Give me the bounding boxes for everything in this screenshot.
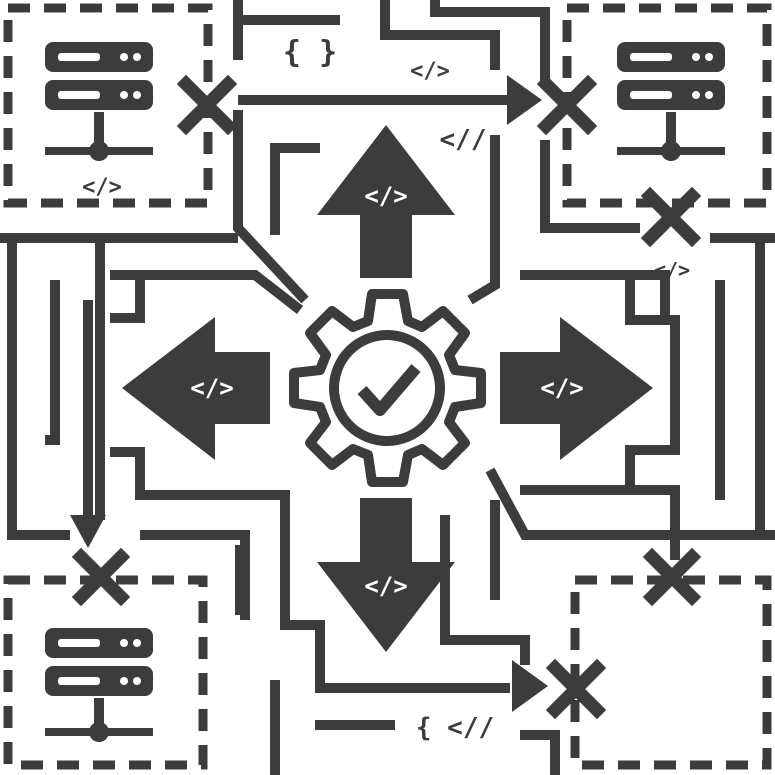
arrow-up-icon <box>317 125 455 278</box>
x-mark-icon-left-lower <box>71 547 131 607</box>
server-box-bottom-left <box>3 575 208 770</box>
x-mark-icon-right-upper <box>640 186 702 248</box>
arrow-left-icon <box>122 317 270 460</box>
x-mark-icon-top-right <box>536 74 598 136</box>
checkmark-icon <box>357 364 421 416</box>
server-box-bottom-right <box>570 575 772 770</box>
gear-icon <box>289 289 486 487</box>
arrow-right-icon <box>500 317 653 460</box>
check-circle <box>329 330 445 446</box>
arrow-head-bottom <box>512 660 548 712</box>
connector-lines <box>83 95 510 520</box>
x-mark-icon-bottom <box>545 658 607 720</box>
x-mark-icon-right-lower <box>642 547 702 607</box>
x-mark-icon-top-left <box>176 74 238 136</box>
arrow-head-left <box>70 515 106 548</box>
arrow-down-icon <box>317 498 455 652</box>
arrow-head-top <box>507 75 542 125</box>
